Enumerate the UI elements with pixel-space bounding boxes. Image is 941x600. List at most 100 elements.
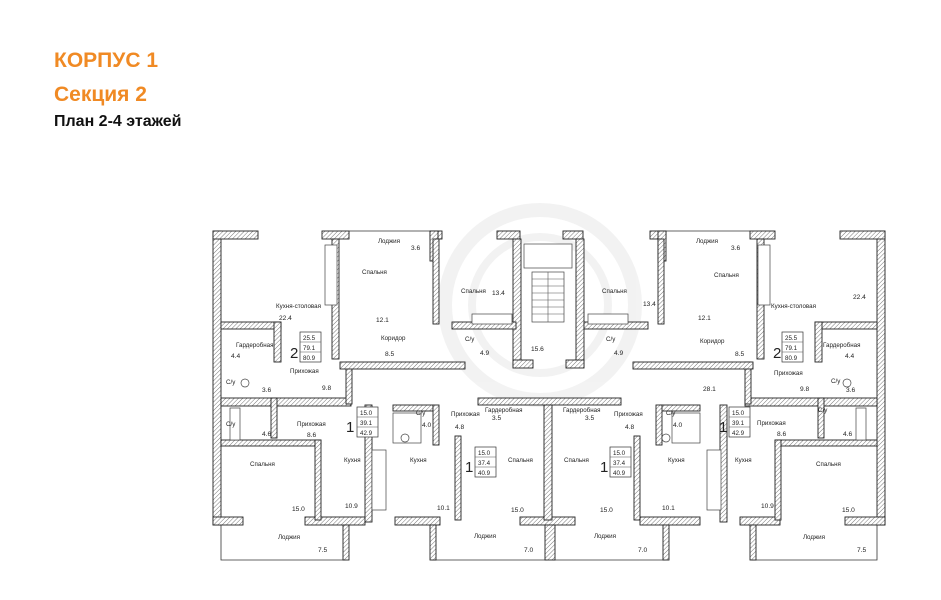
room-area: 10.9 xyxy=(345,503,358,510)
stair-core xyxy=(512,238,585,369)
room-area: 13.4 xyxy=(643,301,656,308)
room-name: Кухня xyxy=(410,457,427,464)
apartment-total-with-loggia: 42.9 xyxy=(732,430,745,437)
room-name: Кухня xyxy=(344,457,361,464)
apartment-rooms: 1 xyxy=(600,459,608,476)
room-name: Лоджия xyxy=(594,533,616,540)
apartment-total-with-loggia: 40.9 xyxy=(478,470,491,477)
apartment-total-area: 79.1 xyxy=(303,345,316,352)
apartment-total-area: 37.4 xyxy=(613,460,626,467)
loggia-outlines xyxy=(220,230,878,561)
room-name: Гардеробная xyxy=(823,342,860,349)
room-name: Гардеробная xyxy=(563,407,600,414)
room-name: Спальня xyxy=(508,457,533,464)
room-name: Спальня xyxy=(362,269,387,276)
apartment-box: 1 15.0 37.4 40.9 xyxy=(465,446,497,478)
room-name: Лоджия xyxy=(696,238,718,245)
room-name: Лоджия xyxy=(803,534,825,541)
room-area: 9.8 xyxy=(800,386,809,393)
room-name: С/у xyxy=(465,336,475,343)
apartment-rooms: 2 xyxy=(290,345,298,362)
room-area: 3.6 xyxy=(411,245,420,252)
room-area: 7.0 xyxy=(524,547,533,554)
apartment-total-with-loggia: 40.9 xyxy=(613,470,626,477)
room-area: 8.6 xyxy=(307,432,316,439)
fixtures xyxy=(229,244,867,511)
room-labels: Лоджия 3.6 Спальня Кухня-столовая 22.4 1… xyxy=(226,238,866,554)
room-area: 3.6 xyxy=(846,387,855,394)
apartment-total-area: 39.1 xyxy=(360,420,373,427)
room-name: Кухня xyxy=(668,457,685,464)
apartment-box: 2 25.5 79.1 80.9 xyxy=(290,331,322,363)
room-area: 3.5 xyxy=(492,415,501,422)
room-area: 22.4 xyxy=(853,294,866,301)
room-name: Гардеробная xyxy=(236,342,273,349)
room-name: С/у xyxy=(818,407,828,414)
room-area: 4.0 xyxy=(673,422,682,429)
apartment-box: 2 25.5 79.1 80.9 xyxy=(773,331,804,363)
apartment-total-with-loggia: 42.9 xyxy=(360,430,373,437)
room-name: Спальня xyxy=(461,288,486,295)
room-area: 7.0 xyxy=(638,547,647,554)
room-area: 12.1 xyxy=(376,317,389,324)
room-area: 9.8 xyxy=(322,385,331,392)
room-area: 4.0 xyxy=(422,422,431,429)
room-area: 15.0 xyxy=(511,507,524,514)
apartment-rooms: 2 xyxy=(773,345,781,362)
room-name: Спальня xyxy=(250,461,275,468)
room-area: 22.4 xyxy=(279,315,292,322)
room-name: С/у xyxy=(666,410,676,417)
room-name: Лоджия xyxy=(278,534,300,541)
apartment-box: 1 15.0 37.4 40.9 xyxy=(600,446,632,478)
room-area: 3.6 xyxy=(262,387,271,394)
room-name: Прихожая xyxy=(290,368,319,375)
room-name: Кухня-столовая xyxy=(771,303,816,310)
room-name: Прихожая xyxy=(614,411,643,418)
room-area: 15.0 xyxy=(842,507,855,514)
room-name: С/у xyxy=(416,410,426,417)
room-area: 4.8 xyxy=(455,424,464,431)
room-area: 4.9 xyxy=(614,350,623,357)
room-name: Спальня xyxy=(816,461,841,468)
room-name: Коридор xyxy=(381,335,406,342)
apartment-rooms: 1 xyxy=(465,459,473,476)
apartment-living-area: 15.0 xyxy=(478,450,491,457)
room-area: 7.5 xyxy=(318,547,327,554)
room-area: 8.5 xyxy=(735,351,744,358)
room-area: 15.0 xyxy=(600,507,613,514)
room-area: 15.6 xyxy=(531,346,544,353)
apartment-total-with-loggia: 80.9 xyxy=(785,355,798,362)
room-area: 10.9 xyxy=(761,503,774,510)
room-area: 4.6 xyxy=(262,431,271,438)
apartment-total-with-loggia: 80.9 xyxy=(303,355,316,362)
room-name: С/у xyxy=(226,421,236,428)
building-title: КОРПУС 1 xyxy=(54,49,158,72)
apartment-rooms: 1 xyxy=(719,419,727,436)
plan-title: План 2-4 этажей xyxy=(54,113,182,130)
room-name: Спальня xyxy=(602,288,627,295)
room-area: 3.5 xyxy=(585,415,594,422)
room-area: 7.5 xyxy=(857,547,866,554)
room-area: 4.9 xyxy=(480,350,489,357)
room-area: 4.4 xyxy=(231,353,240,360)
room-area: 8.5 xyxy=(385,351,394,358)
room-area: 4.6 xyxy=(843,431,852,438)
room-area: 13.4 xyxy=(492,290,505,297)
room-name: Коридор xyxy=(700,338,725,345)
room-area: 12.1 xyxy=(698,315,711,322)
room-area: 4.8 xyxy=(625,424,634,431)
room-name: Прихожая xyxy=(757,420,786,427)
room-area: 15.0 xyxy=(292,506,305,513)
room-name: С/у xyxy=(606,336,616,343)
apartment-box: 1 15.0 39.1 42.9 xyxy=(346,406,379,438)
apartment-living-area: 25.5 xyxy=(785,335,798,342)
room-name: С/у xyxy=(831,378,841,385)
room-name: Кухня xyxy=(735,457,752,464)
room-area: 28.1 xyxy=(703,386,716,393)
room-name: Прихожая xyxy=(774,370,803,377)
room-name: Прихожая xyxy=(451,411,480,418)
section-title: Секция 2 xyxy=(54,83,147,106)
apartment-rooms: 1 xyxy=(346,419,354,436)
apartment-living-area: 15.0 xyxy=(613,450,626,457)
